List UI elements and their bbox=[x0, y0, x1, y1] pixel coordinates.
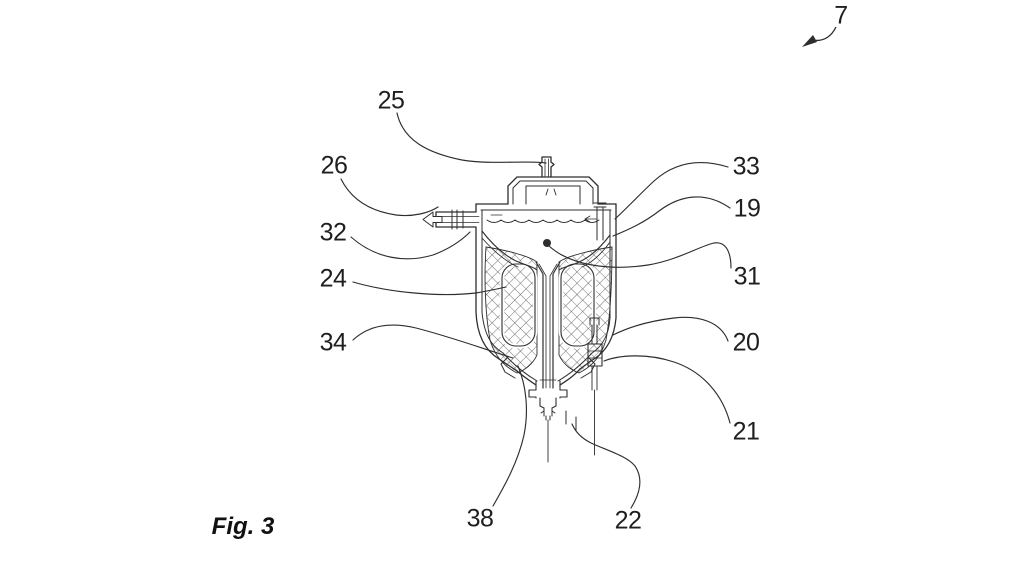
leader-line-20 bbox=[612, 316, 729, 342]
leader-line-34 bbox=[352, 324, 514, 359]
ref-numeral-31: 31 bbox=[733, 262, 761, 291]
ref-numeral-19: 19 bbox=[733, 194, 761, 223]
membrane-right-inner bbox=[581, 241, 611, 268]
filter-lobe-right bbox=[560, 263, 595, 347]
leader-lines bbox=[340, 112, 732, 509]
foot-right bbox=[580, 356, 596, 379]
funnel-left-outer bbox=[516, 370, 537, 386]
outlet-nozzle bbox=[540, 407, 556, 421]
outer-wall-left bbox=[435, 203, 518, 372]
drain-tube-top bbox=[589, 317, 600, 345]
ref-numeral-33: 33 bbox=[732, 152, 760, 181]
leader-line-21 bbox=[603, 355, 731, 424]
outlet-neck bbox=[539, 397, 557, 409]
leader-line-26 bbox=[340, 178, 439, 217]
ref-numeral-7: 7 bbox=[834, 1, 848, 30]
drain-tube-fitting-lines bbox=[587, 350, 603, 359]
ref-numeral-26: 26 bbox=[320, 151, 348, 180]
top-cap-opening bbox=[525, 185, 581, 205]
ref-numeral-24: 24 bbox=[319, 264, 347, 293]
standpipe-inner bbox=[538, 263, 558, 389]
assembly-arrowhead bbox=[802, 35, 817, 47]
liquid-level-wave bbox=[486, 219, 600, 223]
leader-line-38 bbox=[492, 365, 528, 507]
ref-numeral-20: 20 bbox=[732, 328, 760, 357]
assembly-arrow bbox=[802, 26, 837, 47]
interior-reference-dot bbox=[543, 239, 551, 247]
ref-numeral-34: 34 bbox=[319, 328, 347, 357]
inlet-pipe-rings bbox=[451, 209, 464, 230]
leader-line-24 bbox=[352, 281, 507, 296]
ref-numeral-25: 25 bbox=[377, 86, 405, 115]
ref-numeral-22: 22 bbox=[614, 506, 642, 535]
vessel-body bbox=[422, 156, 617, 463]
outlet-body bbox=[528, 380, 568, 399]
leader-line-33 bbox=[614, 162, 729, 220]
top-cap-marks bbox=[545, 188, 557, 196]
leader-line-25 bbox=[396, 112, 547, 164]
leader-line-19 bbox=[612, 196, 731, 237]
drain-tube-lower bbox=[591, 365, 598, 456]
filter-left bbox=[484, 246, 538, 374]
outer-wall-right bbox=[579, 203, 617, 370]
leader-line-22 bbox=[571, 423, 641, 509]
interior-flow-arrow bbox=[584, 215, 598, 223]
inlet-flow-arrow bbox=[422, 211, 443, 228]
funnel-right-outer bbox=[559, 368, 581, 386]
ref-numeral-32: 32 bbox=[319, 218, 347, 247]
funnel-right-inner bbox=[557, 352, 593, 382]
standpipe-outer bbox=[535, 261, 561, 389]
ref-numeral-38: 38 bbox=[466, 504, 494, 533]
ref-numeral-21: 21 bbox=[732, 417, 760, 446]
drip-marks bbox=[565, 410, 577, 431]
filter-lobe-left bbox=[501, 263, 536, 347]
vent-nipple-bore bbox=[544, 158, 549, 178]
membrane-left-inner bbox=[481, 237, 519, 268]
vent-nipple bbox=[538, 156, 555, 178]
wall-passage-right bbox=[593, 202, 607, 241]
leader-line-31 bbox=[548, 242, 732, 269]
top-cap-inner bbox=[512, 180, 594, 205]
drain-tube-fitting bbox=[587, 343, 603, 367]
foot-left bbox=[500, 356, 516, 379]
top-cap-outer bbox=[507, 176, 599, 205]
membrane-left bbox=[481, 230, 538, 271]
inner-wall-left bbox=[481, 209, 504, 354]
leader-line-32 bbox=[350, 231, 471, 260]
figure-caption: Fig. 3 bbox=[211, 513, 275, 540]
